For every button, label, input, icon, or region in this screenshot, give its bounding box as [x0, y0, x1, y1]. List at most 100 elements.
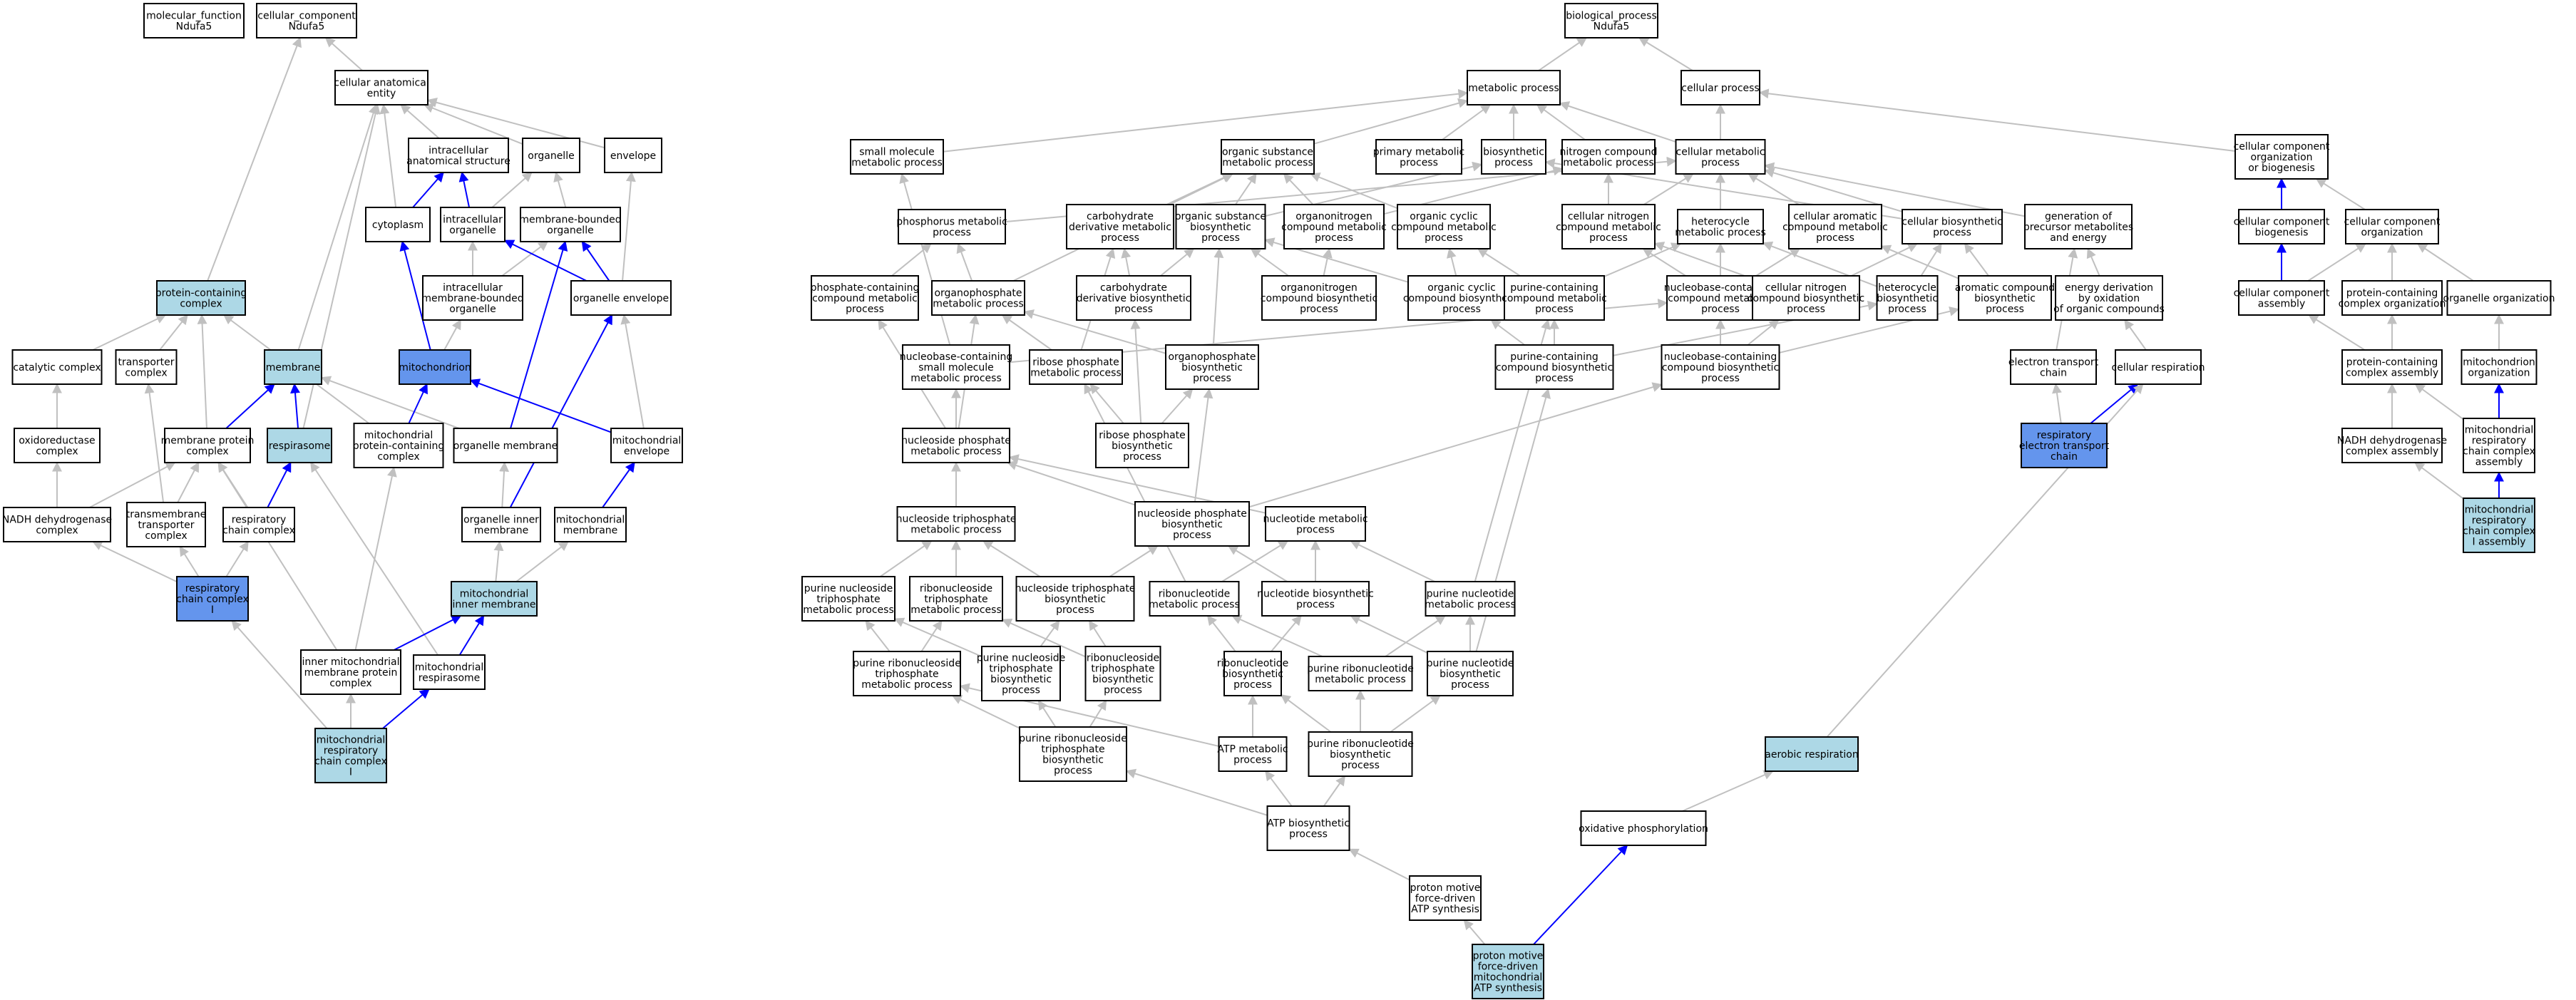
- node-oxphos[interactable]: oxidative phosphorylation: [1579, 810, 1708, 846]
- node-resp[interactable]: respirasome: [267, 428, 332, 463]
- node-aerobic[interactable]: aerobic respiration: [1765, 736, 1859, 772]
- node-mito[interactable]: mitochondrion: [399, 349, 471, 385]
- node-cellp[interactable]: cellular process: [1680, 70, 1760, 105]
- node-pnstpbp[interactable]: purine nucleosidetriphosphatebiosyntheti…: [977, 646, 1066, 701]
- node-oenv[interactable]: organelle envelope: [570, 280, 672, 316]
- node-cresp[interactable]: cellular respiration: [2112, 349, 2205, 385]
- node-prnstpmp[interactable]: purine ribonucleosidetriphosphatemetabol…: [853, 651, 961, 696]
- node-metp[interactable]: metabolic process: [1467, 70, 1561, 105]
- node-rnstpbp[interactable]: ribonucleosidetriphosphatebiosyntheticpr…: [1084, 646, 1161, 701]
- node-membrane[interactable]: membrane: [264, 349, 322, 385]
- node-pmfmatp[interactable]: proton motiveforce-drivenmitochondrialAT…: [1472, 944, 1544, 999]
- node-envelope[interactable]: envelope: [604, 138, 662, 173]
- node-organelle[interactable]: organelle: [522, 138, 580, 173]
- node-nstpbp[interactable]: nucleoside triphosphatebiosyntheticproce…: [1015, 576, 1136, 622]
- node-om[interactable]: organelle membrane: [453, 428, 558, 463]
- node-prnstpbp[interactable]: purine ribonucleosidetriphosphatebiosynt…: [1019, 726, 1127, 782]
- node-catc[interactable]: catalytic complex: [11, 349, 103, 385]
- node-cytoplasm[interactable]: cytoplasm: [365, 207, 431, 242]
